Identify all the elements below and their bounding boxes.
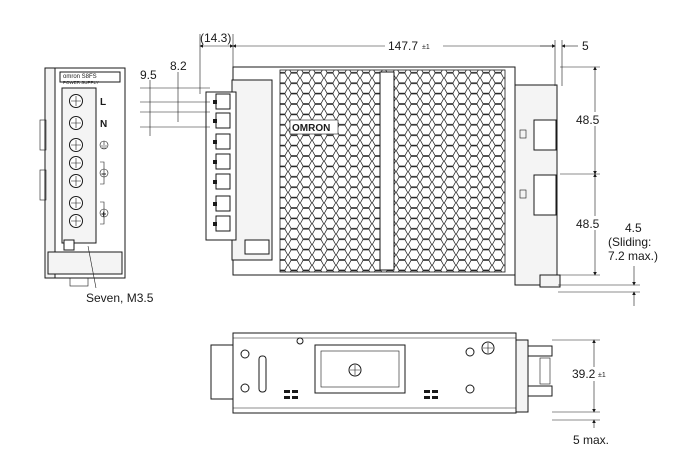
side-clip-lower <box>39 169 47 201</box>
bottom-hole-5 <box>465 384 475 394</box>
front-divider <box>379 71 395 271</box>
dim-length: 147.7 <box>388 39 418 53</box>
brand-top-text: omron S8FS <box>63 74 97 80</box>
bottom-hole-2 <box>240 383 250 393</box>
dim-height-lower: 48.5 <box>576 217 600 231</box>
bottom-hole-4 <box>465 347 475 357</box>
dim-upper-bg <box>574 112 604 126</box>
din-slider <box>539 274 561 288</box>
side-foot <box>69 277 89 287</box>
side-view-terminal: omron S8FS POWER SUPPLY L N − + Seven, M… <box>39 67 154 305</box>
dim-height-upper: 48.5 <box>576 113 600 127</box>
bottom-terminal-cover <box>210 344 233 400</box>
bottom-view <box>210 332 553 414</box>
terminal-note: Seven, M3.5 <box>86 291 154 305</box>
side-base <box>47 251 123 275</box>
ground-symbol-icon <box>99 140 109 150</box>
din-hole-1 <box>519 129 527 139</box>
dim-slide: 4.5 <box>625 221 642 235</box>
dim-depth-tol: ±1 <box>598 372 606 379</box>
terminal-cover-tab <box>63 239 75 251</box>
plus-bracket <box>100 201 105 225</box>
dim-slide-note-1: (Sliding: <box>608 235 651 249</box>
bottom-din-bracket <box>515 339 529 413</box>
dim-depth-bg <box>570 367 618 381</box>
dim-length-bg <box>385 38 443 52</box>
dim-offset: (14.3) <box>200 31 231 45</box>
bottom-slot <box>258 355 267 393</box>
dim-bottom-note: 5 max. <box>573 433 609 447</box>
din-latch-lower <box>533 174 557 216</box>
logo-plate <box>289 119 339 135</box>
dim-depth: 39.2 <box>572 367 596 381</box>
bottom-label-inner <box>320 350 400 388</box>
brand-sub-text: POWER SUPPLY <box>63 80 99 85</box>
side-view-rail <box>44 67 56 279</box>
front-terminal-strip <box>205 91 237 241</box>
front-view: OMRON <box>205 66 561 288</box>
front-bottom-clip <box>244 239 270 255</box>
terminal-label-N: N <box>100 119 107 130</box>
logo-text: OMRON <box>292 123 330 134</box>
dim-lower-bg <box>574 216 604 230</box>
terminal-screws <box>69 94 83 228</box>
dim-length-tol: ±1 <box>422 44 430 51</box>
din-hole-2 <box>519 189 527 199</box>
plus-sign: + <box>101 209 106 219</box>
bottom-din-latches <box>528 345 553 397</box>
dim-pitch-b: 8.2 <box>170 59 187 73</box>
minus-sign: − <box>101 169 106 179</box>
bottom-din-clip <box>539 357 551 385</box>
bottom-hole-3 <box>296 337 304 345</box>
dim-right-margin: 5 <box>582 39 589 53</box>
din-latch-upper <box>533 119 557 151</box>
brand-plate <box>59 71 121 83</box>
dim-slide-note-2: 7.2 max.) <box>608 249 658 263</box>
minus-bracket <box>100 161 105 185</box>
terminal-leader-line <box>87 245 97 289</box>
plus-circle-icon <box>99 208 109 218</box>
bottom-dimensions: 39.2 ±1 5 max. <box>552 339 618 447</box>
bottom-hole-1 <box>240 349 250 359</box>
front-dimensions: (14.3) 147.7 ±1 5 9.5 8.2 48.5 48.5 4.5 … <box>140 31 658 306</box>
minus-circle-icon <box>99 168 109 178</box>
dim-pitch-a: 9.5 <box>140 68 157 82</box>
terminal-label-L: L <box>100 97 106 108</box>
front-terminal-cover <box>231 79 273 261</box>
side-clip-upper <box>39 119 47 151</box>
bottom-frame-edges <box>233 337 516 409</box>
